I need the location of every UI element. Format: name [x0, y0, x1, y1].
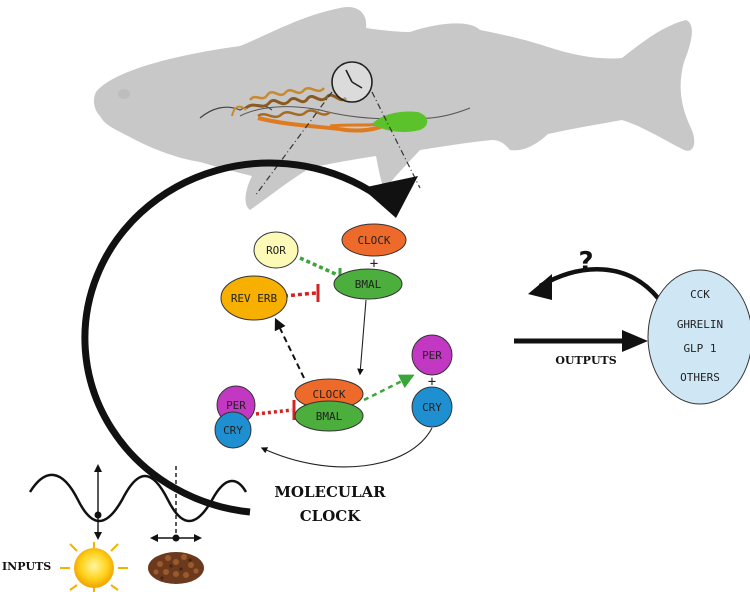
node-clock-top: CLOCK	[341, 223, 407, 257]
molecular-clock-label-line2: CLOCK	[300, 507, 361, 525]
food-pellets-icon	[148, 552, 204, 584]
outputs-arrowhead	[622, 330, 648, 352]
svg-text:REV ERB: REV ERB	[231, 292, 278, 305]
svg-text:PER: PER	[422, 349, 442, 362]
outputs-label: OUTPUTS	[555, 354, 616, 367]
inputs-label: INPUTS	[2, 560, 51, 573]
svg-text:PER: PER	[226, 399, 246, 412]
hormone-bubble: CCK GHRELIN GLP 1 OTHERS	[647, 269, 750, 405]
svg-text:CLOCK: CLOCK	[312, 388, 345, 401]
fish-silhouette	[93, 6, 695, 210]
rhythm-wave	[28, 473, 248, 522]
plus-right: +	[428, 374, 436, 390]
cry-return-arrow	[260, 427, 433, 468]
svg-text:CLOCK: CLOCK	[357, 234, 390, 247]
svg-text:BMAL: BMAL	[316, 410, 343, 423]
feedback-arrow	[538, 267, 660, 300]
zoom-line-right	[371, 91, 421, 189]
clock-icon	[331, 61, 373, 103]
plus-top: +	[370, 256, 378, 272]
per-cry-to-complex-link	[255, 408, 293, 416]
node-bmal-mid: BMAL	[294, 400, 364, 432]
question-mark: ?	[578, 247, 593, 277]
cycle-arrowhead	[362, 176, 418, 218]
svg-text:ROR: ROR	[266, 244, 286, 257]
inputs-panel	[28, 464, 248, 542]
molecular-clock-cycle-arrow	[81, 159, 380, 516]
hormone-others: OTHERS	[680, 371, 720, 384]
svg-text:CRY: CRY	[422, 401, 442, 414]
node-rev-erb: REV ERB	[220, 275, 288, 321]
bmal-to-complex-arrow	[357, 299, 367, 376]
hormone-cck: CCK	[690, 288, 710, 301]
svg-text:CRY: CRY	[223, 424, 243, 437]
hormone-ghrelin: GHRELIN	[677, 318, 723, 331]
hormone-glp1: GLP 1	[683, 342, 716, 355]
digestive-tract	[199, 87, 471, 133]
node-cry-left: CRY	[214, 411, 252, 449]
zoom-line-left	[254, 91, 333, 197]
node-clock-mid: CLOCK	[294, 378, 364, 410]
reverb-to-bmal-link	[283, 291, 317, 298]
node-cry-right: CRY	[411, 386, 453, 428]
molecular-clock-label-line1: MOLECULAR	[274, 483, 386, 501]
complex-to-reverb-arrow	[274, 317, 305, 379]
complex-to-per-cry-arrow	[363, 374, 415, 402]
svg-text:BMAL: BMAL	[355, 278, 382, 291]
sun-icon	[60, 542, 128, 592]
node-ror: ROR	[253, 231, 299, 269]
node-bmal-top: BMAL	[333, 268, 403, 300]
feedback-arrowhead	[528, 274, 552, 300]
node-per-right: PER	[411, 334, 453, 376]
ror-to-bmal-link	[299, 256, 341, 278]
